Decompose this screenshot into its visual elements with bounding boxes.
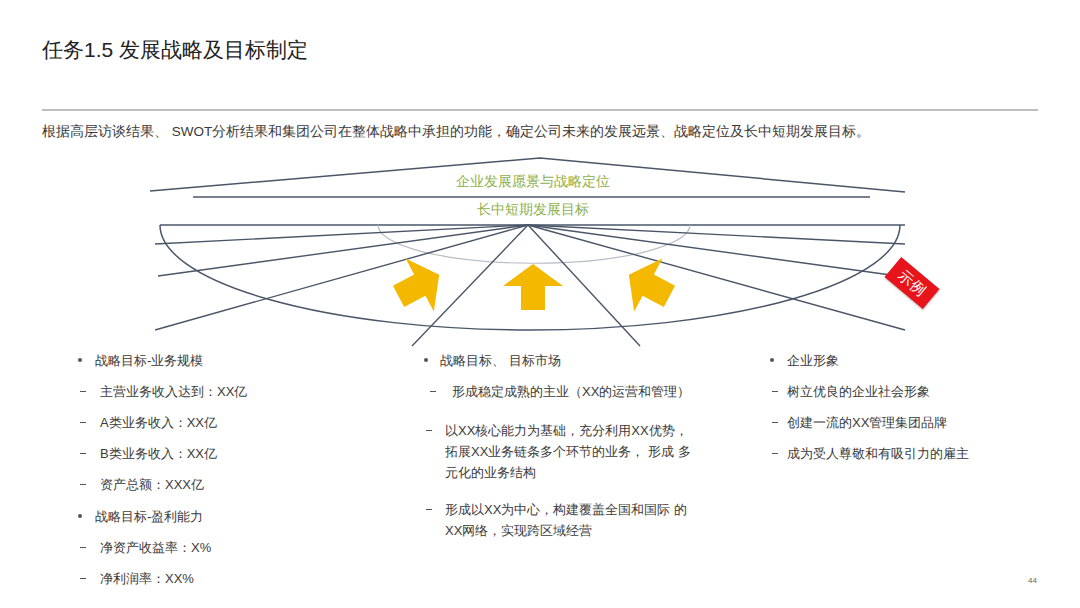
bullet-dash — [80, 453, 86, 454]
goal-item: 净资产收益率：X% — [100, 537, 211, 558]
roof-outline — [150, 158, 905, 192]
goal-item: B类业务收入：XX亿 — [100, 443, 217, 464]
bullet-dash — [426, 509, 432, 510]
goal-item: A类业务收入：XX亿 — [100, 412, 217, 433]
bullet-dash — [772, 422, 778, 423]
goal-heading-bullet: 战略目标、 目标市场 — [440, 350, 561, 371]
intro-text: 根据高层访谈结果、 SWOT分析结果和集团公司在整体战略中承担的功能，确定公司未… — [42, 121, 870, 142]
sample-tag: 示例 — [884, 257, 939, 309]
goal-item: 成为受人尊敬和有吸引力的雇主 — [787, 443, 969, 464]
goal-item: 树立优良的企业社会形象 — [787, 381, 930, 402]
bullet-dash — [426, 430, 432, 431]
goal-item: 形成稳定成熟的主业（XX的运营和管理） — [452, 381, 690, 402]
goal-item: 净利润率：XX% — [100, 568, 194, 589]
bullet-dash — [80, 578, 86, 579]
goal-item: 资产总额：XXX亿 — [100, 474, 204, 495]
page-number: 44 — [1028, 570, 1037, 591]
divider-line — [42, 109, 1038, 111]
bullet-dash — [80, 484, 86, 485]
bullet-dot — [78, 514, 82, 518]
fan-arc — [160, 225, 900, 330]
bullet-dot — [424, 358, 428, 362]
upward-arrows — [384, 248, 683, 323]
bullet-dash — [80, 422, 86, 423]
bullet-dot — [78, 358, 82, 362]
bullet-dash — [772, 391, 778, 392]
bullet-dash — [430, 391, 436, 392]
tag-text: 示例 — [893, 265, 930, 301]
bullet-dash — [772, 453, 778, 454]
goal-item: 以XX核心能力为基础，充分利用XX优势， 拓展XX业务链条多个环节的业务， 形成… — [445, 420, 703, 483]
bullet-dot — [770, 358, 774, 362]
fan-rays — [155, 225, 905, 346]
goal-heading-bullet: 企业形象 — [787, 350, 839, 371]
goal-item: 形成以XX为中心，构建覆盖全国和国际 的XX网络，实现跨区域经营 — [445, 499, 703, 541]
goal-heading-bullet: 战略目标-业务规模 — [95, 350, 203, 371]
goal-item: 主营业务收入达到：XX亿 — [100, 381, 247, 402]
goal-item: 创建一流的XX管理集团品牌 — [787, 412, 947, 433]
slide-title: 任务1.5 发展战略及目标制定 — [42, 36, 308, 64]
goal-heading: 长中短期发展目标 — [477, 199, 589, 220]
roof-base-line — [193, 196, 870, 198]
vision-heading: 企业发展愿景与战略定位 — [456, 171, 610, 192]
bullet-dash — [80, 547, 86, 548]
bullet-dash — [80, 391, 86, 392]
goal-heading-bullet: 战略目标-盈利能力 — [95, 506, 203, 527]
